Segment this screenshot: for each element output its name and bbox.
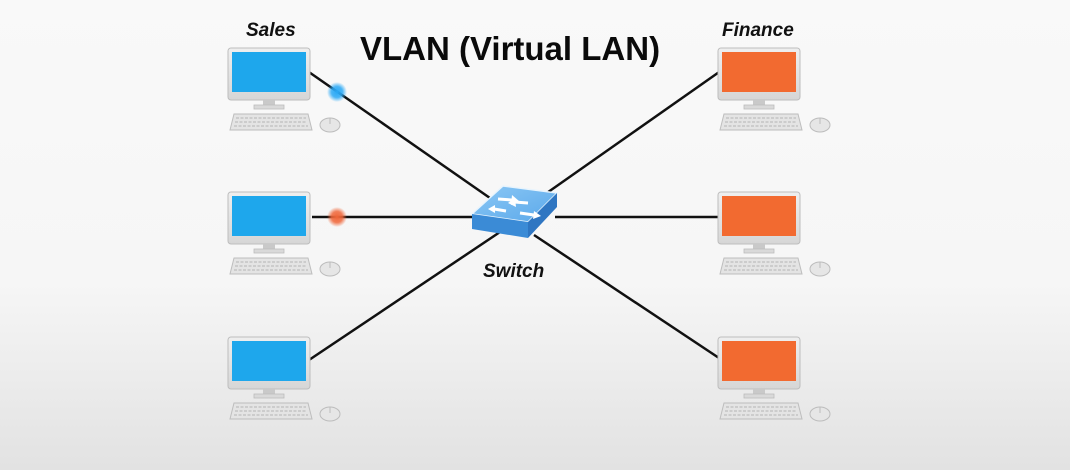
group-label-sales: Sales xyxy=(246,20,296,41)
switch-label: Switch xyxy=(483,261,545,282)
diagram-title: VLAN (Virtual LAN) xyxy=(360,30,661,67)
keyboard-icon xyxy=(719,113,803,131)
link-sales-3 xyxy=(305,230,501,364)
finance-computer-3 xyxy=(717,336,831,422)
mouse-icon xyxy=(809,261,831,277)
computer-icon xyxy=(717,47,801,110)
finance-computer-2 xyxy=(717,191,831,277)
mouse-icon xyxy=(809,117,831,133)
link-finance-3 xyxy=(533,233,723,362)
keyboard-icon xyxy=(229,257,313,275)
keyboard-icon xyxy=(719,257,803,275)
mouse-icon xyxy=(319,117,341,133)
sales-computer-3 xyxy=(227,336,341,422)
arrows-icon xyxy=(488,195,541,219)
computer-icon xyxy=(717,191,801,254)
group-label-finance: Finance xyxy=(722,20,794,41)
computer-icon xyxy=(227,191,311,254)
link-finance-1 xyxy=(533,68,723,204)
finance-computer-1 xyxy=(717,47,831,133)
switch-icon xyxy=(470,185,559,238)
mouse-icon xyxy=(319,261,341,277)
mouse-icon xyxy=(319,406,341,422)
computer-icon xyxy=(227,336,311,399)
sales-computer-2 xyxy=(227,191,341,277)
keyboard-icon xyxy=(229,402,313,420)
mouse-icon xyxy=(809,406,831,422)
computer-icon xyxy=(227,47,311,110)
keyboard-icon xyxy=(719,402,803,420)
vlan-tag-blue-indicator xyxy=(327,82,347,102)
keyboard-icon xyxy=(229,113,313,131)
vlan-tag-orange-indicator xyxy=(327,207,347,227)
sales-computer-1 xyxy=(227,47,341,133)
computer-icon xyxy=(717,336,801,399)
